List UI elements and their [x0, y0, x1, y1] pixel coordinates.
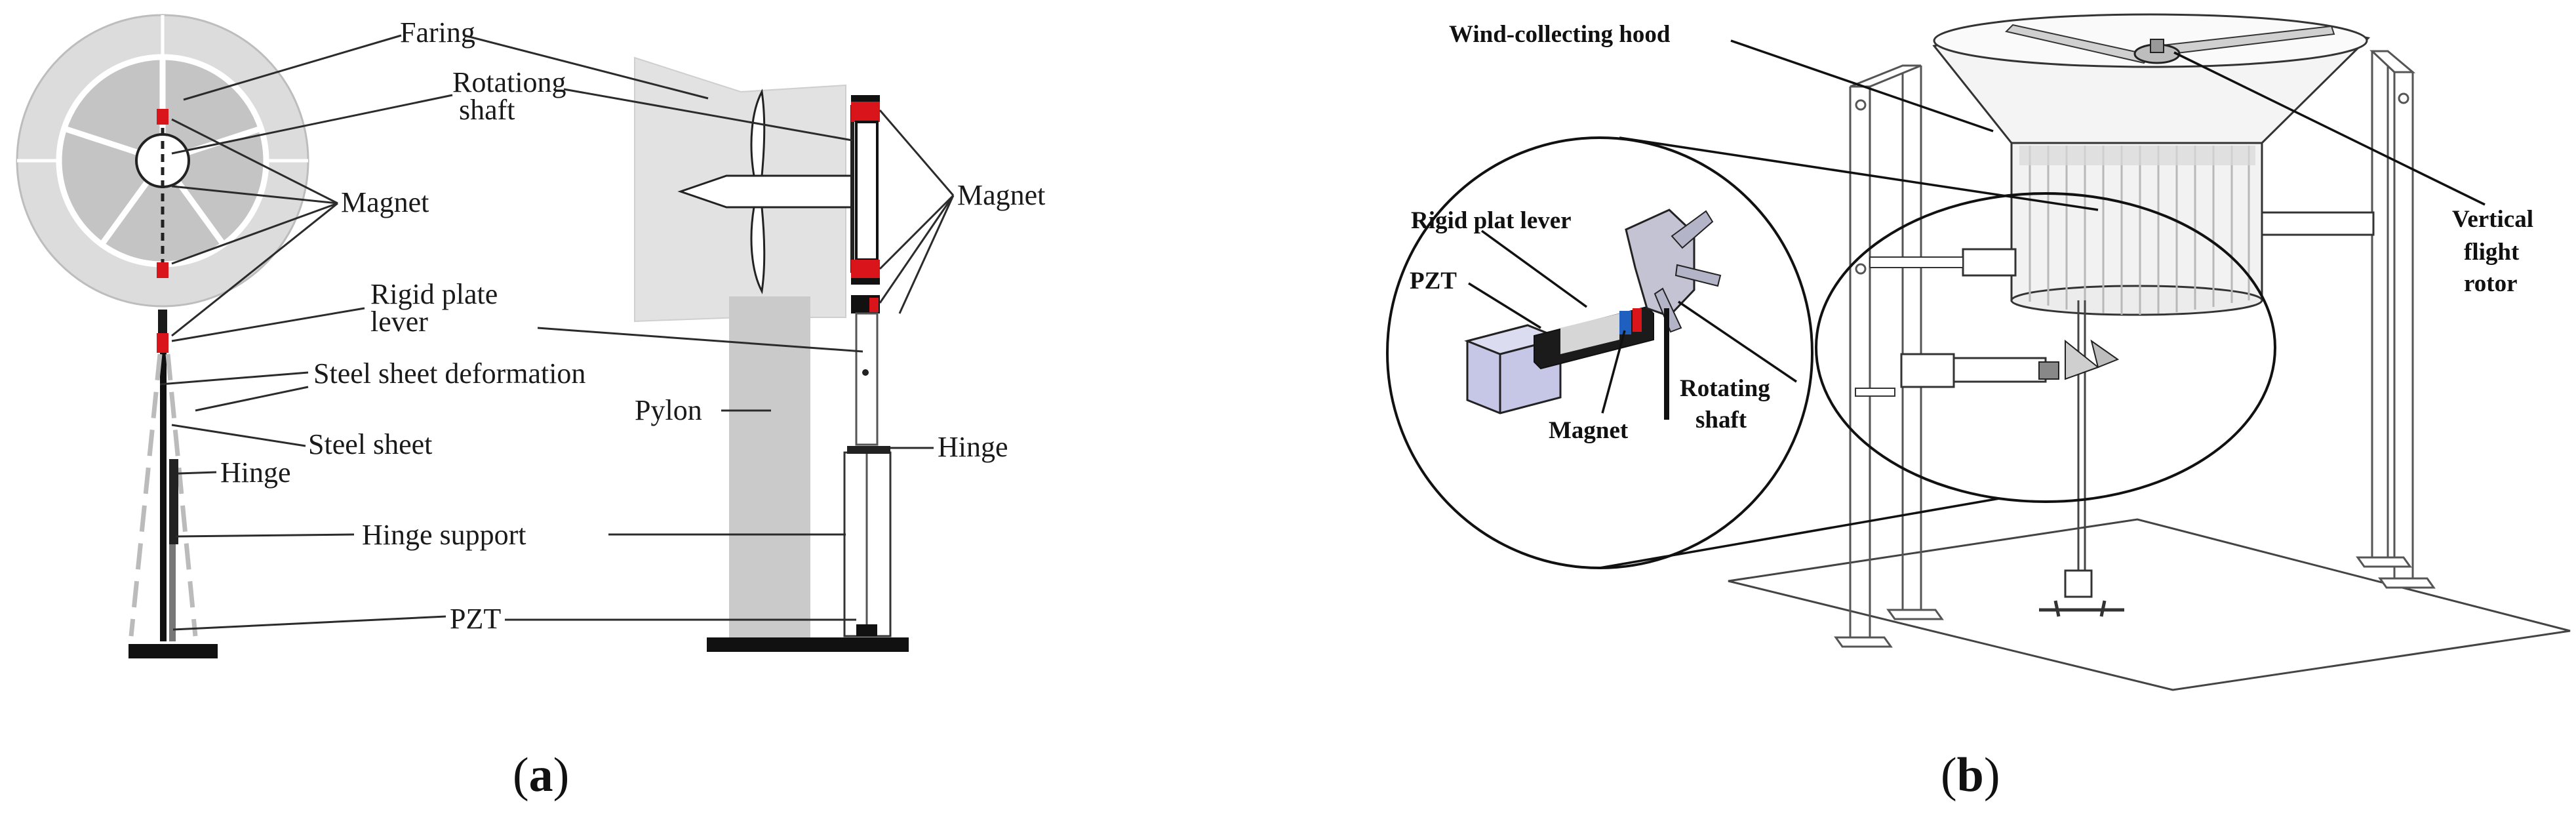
label-rigid-plate-1: Rigid plate [370, 278, 498, 310]
pylon [729, 296, 810, 637]
panel-a-front-view [16, 14, 309, 658]
panel-a-leader-lines [159, 34, 955, 631]
lever-plate-side [855, 312, 879, 446]
lever-a [158, 310, 167, 333]
hinge-side-clamp [847, 446, 890, 454]
faring-seams [17, 15, 308, 163]
pzt-side [856, 624, 877, 636]
label-rotating: Rotating [1680, 375, 1770, 402]
label-pylon: Pylon [635, 394, 702, 426]
base-a [129, 644, 218, 658]
label-pzt-b: PZT [1410, 268, 1457, 294]
pivot-dot [862, 369, 869, 376]
caption-a: (a) [513, 748, 569, 802]
magnet-b [1619, 311, 1631, 334]
deformation-left [129, 353, 163, 637]
panel-b-labels: Wind-collecting hood Vertical flight rot… [1410, 21, 2533, 444]
deformation-right [165, 353, 198, 637]
detail-source-circle [1815, 192, 2276, 503]
magnet-side-bottom-cap [851, 278, 880, 285]
label-rotor: rotor [2464, 270, 2518, 297]
hinge-support-a [169, 544, 176, 641]
panel-b-base-plate [1728, 518, 2571, 691]
label-hinge-right: Hinge [938, 431, 1008, 463]
blade-lower [750, 206, 766, 294]
label-magnet-b: Magnet [1549, 417, 1629, 444]
magnet-side-bottom [851, 260, 880, 279]
label-rotationg-shaft-1: Rotationg [452, 66, 566, 98]
louvers [2029, 146, 2250, 315]
label-faring: Faring [400, 16, 475, 49]
steel-sheet-a [160, 353, 167, 641]
magnet-mid-a [157, 262, 168, 278]
hinge-a [169, 459, 178, 544]
label-flight: flight [2464, 239, 2520, 266]
label-vertical: Vertical [2452, 206, 2533, 233]
label-hinge-support: Hinge support [362, 519, 526, 551]
label-magnet-left: Magnet [341, 186, 429, 218]
label-hinge-left: Hinge [220, 456, 291, 489]
label-rigid-plat-lever: Rigid plat lever [1411, 207, 1572, 234]
panel-b-leader-lines [1468, 39, 2486, 414]
label-wind-collecting-hood: Wind-collecting hood [1449, 21, 1671, 48]
magnet-side-top [851, 100, 880, 122]
label-rigid-plate-2: lever [370, 306, 428, 338]
magnet-top-a [157, 109, 168, 125]
label-steel-sheet: Steel sheet [308, 428, 432, 460]
label-steel-sheet-deformation: Steel sheet deformation [313, 357, 585, 390]
panel-a-side-view [634, 56, 909, 652]
panel-b-hood-assembly [1855, 13, 2375, 617]
shaft-side-column [855, 121, 879, 261]
label-shaft: shaft [1695, 407, 1747, 433]
label-pzt-a: PZT [450, 603, 501, 635]
caption-b: (b) [1941, 748, 2000, 802]
magnet-side-top-cap [851, 95, 880, 102]
panel-a-labels: Faring Rotationg shaft Magnet Rigid plat… [220, 16, 1045, 635]
magnet-lower-a [157, 333, 168, 353]
base-side [707, 637, 909, 652]
rotating-shaft-b [1664, 308, 1669, 420]
blade-upper [750, 89, 766, 177]
magnet-lever-red [869, 298, 879, 312]
label-rotationg-shaft-2: shaft [459, 94, 515, 126]
label-magnet-right: Magnet [957, 179, 1045, 211]
